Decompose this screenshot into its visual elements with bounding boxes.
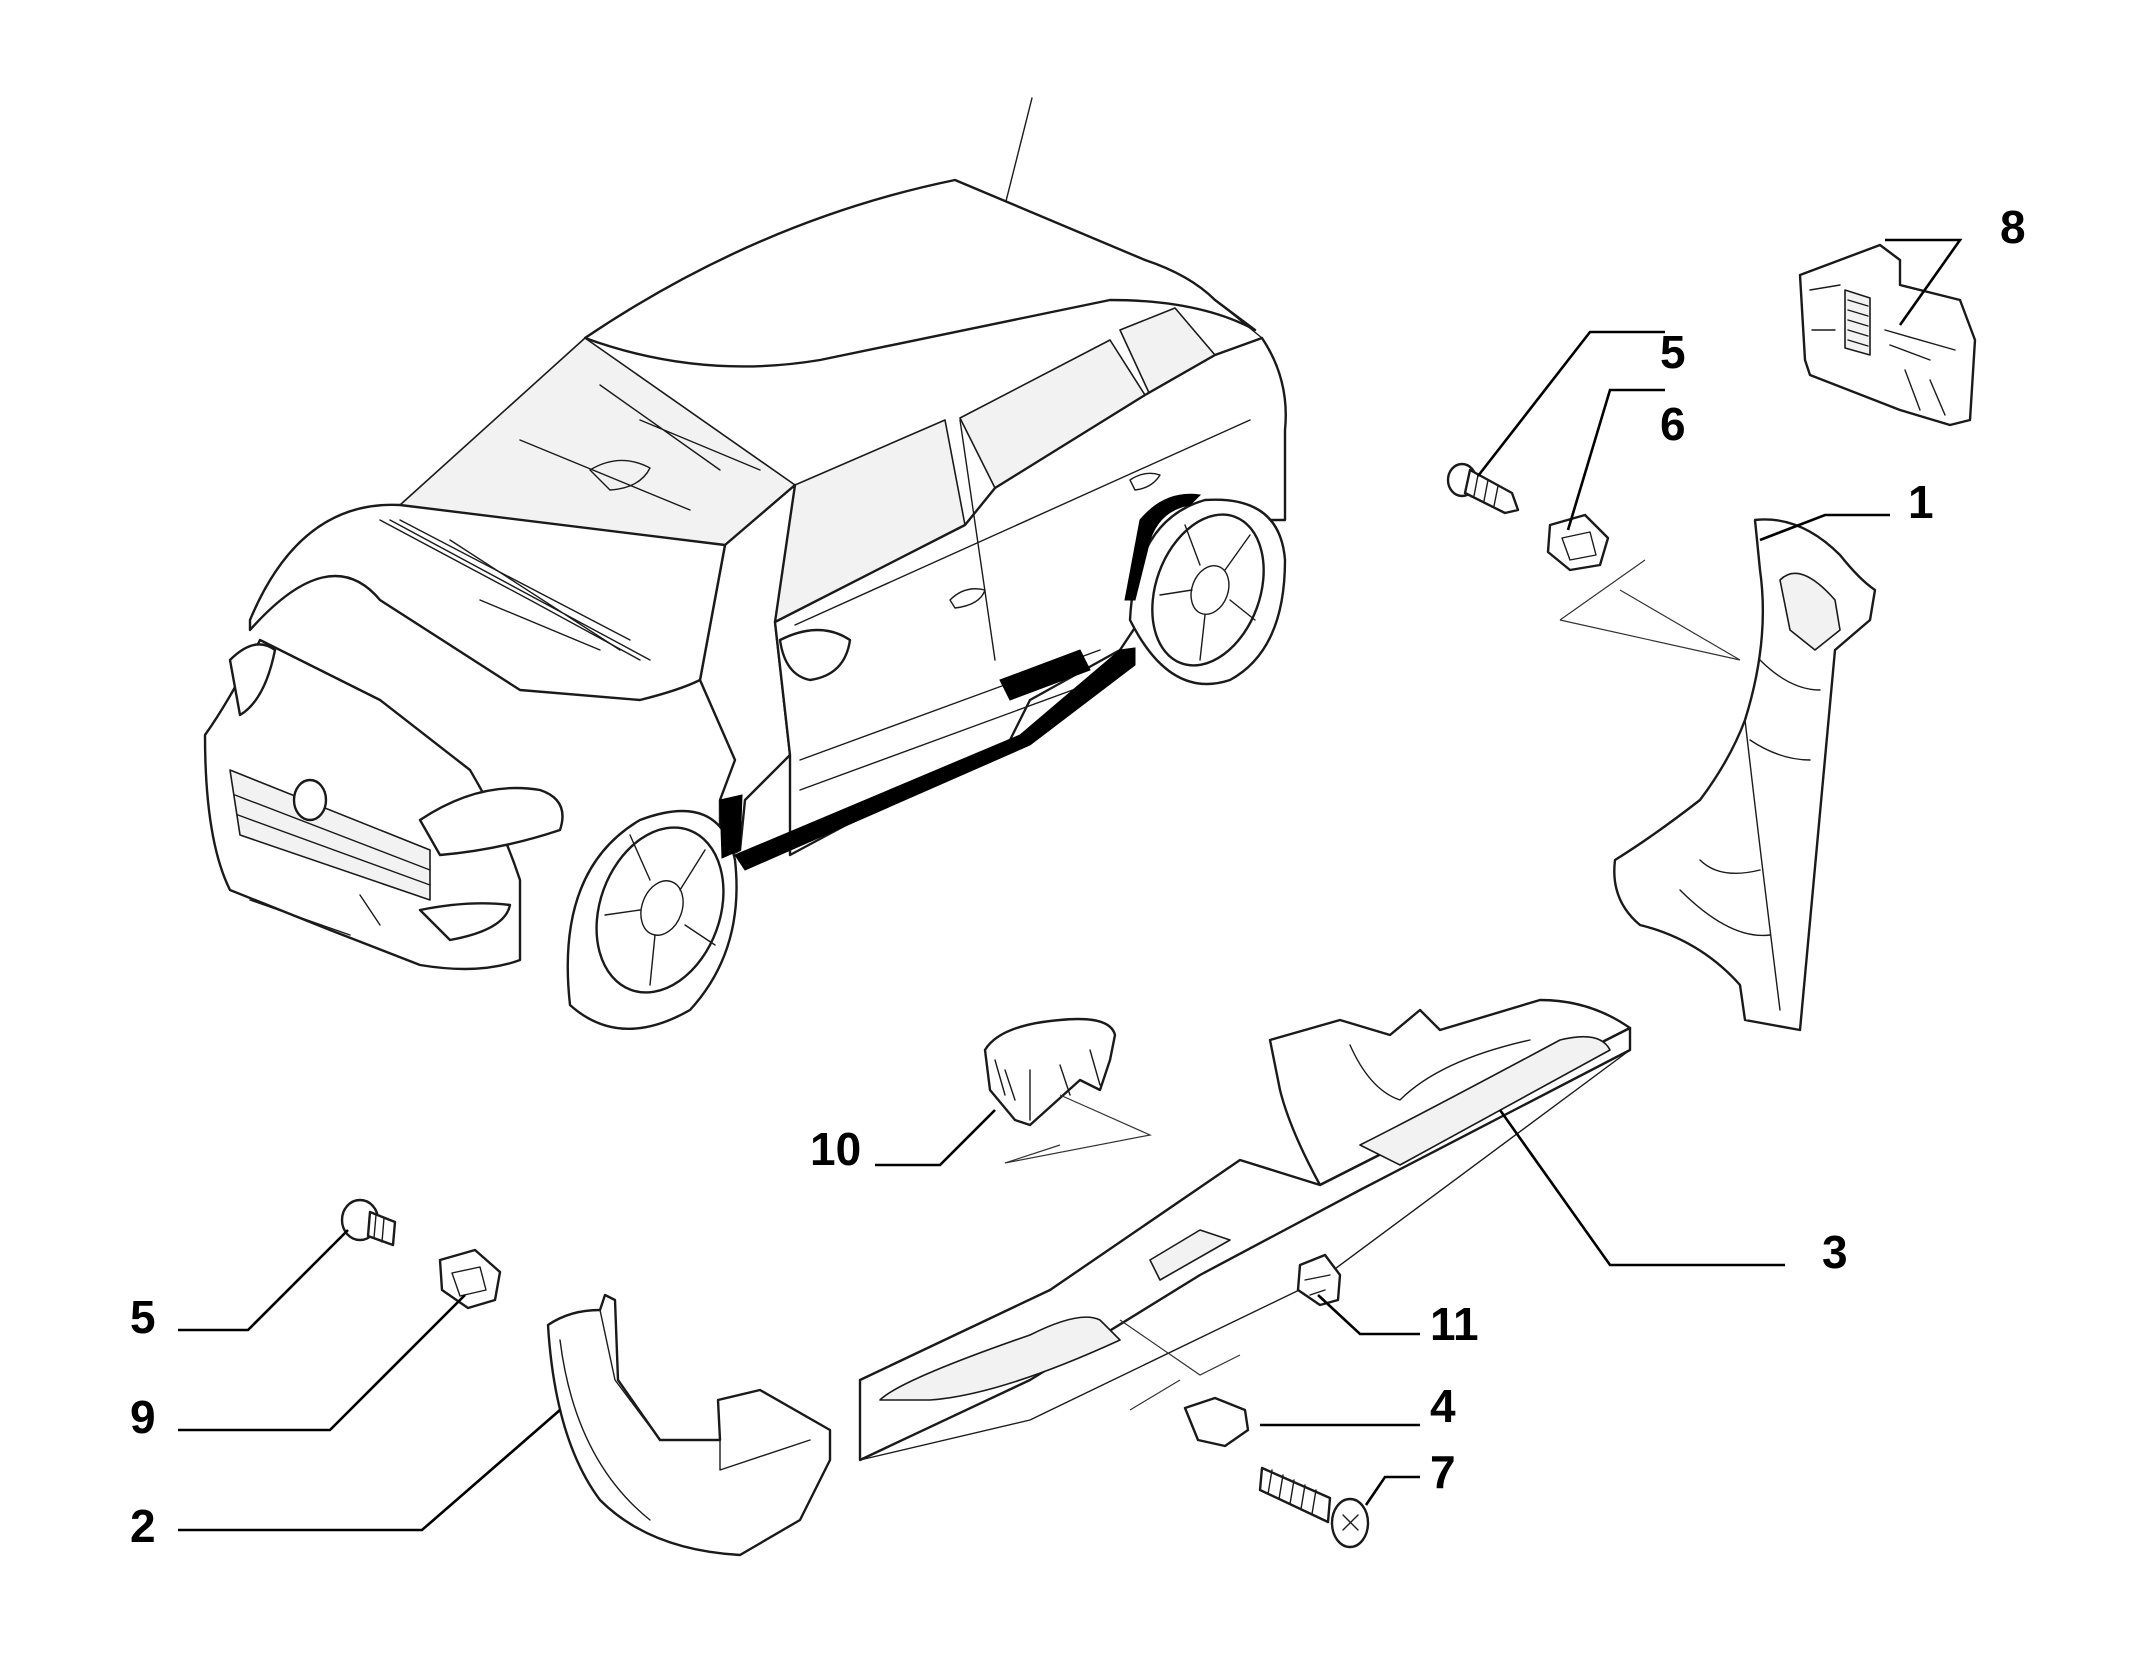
fog-light xyxy=(418,902,512,942)
part-11-clip xyxy=(1296,1253,1342,1307)
construction-lines xyxy=(1004,559,1741,1411)
callout-2: 2 xyxy=(130,1500,156,1552)
callout-4: 4 xyxy=(1430,1380,1456,1432)
sill-highlight xyxy=(734,647,1136,871)
callout-5-lower: 5 xyxy=(130,1291,156,1343)
part-5-screw-upper xyxy=(1446,462,1520,515)
part-9-clip xyxy=(438,1248,502,1310)
car-illustration xyxy=(203,97,1287,1030)
leader-lines xyxy=(178,238,1963,1532)
badge xyxy=(292,778,328,822)
rear-wheel xyxy=(1128,498,1287,686)
callout-8: 8 xyxy=(2000,201,2026,253)
callout-1: 1 xyxy=(1908,476,1934,528)
part-7-bolt xyxy=(1258,1466,1370,1549)
callout-11: 11 xyxy=(1430,1298,1479,1350)
callout-5-upper: 5 xyxy=(1660,326,1686,378)
part-1-pillar-trim xyxy=(1613,518,1877,1032)
part-10-cap xyxy=(983,1017,1117,1127)
part-2-guard xyxy=(546,1293,832,1557)
callout-labels: 1 2 3 4 5 5 6 7 8 9 10 11 xyxy=(130,201,2026,1552)
part-4-plug xyxy=(1183,1396,1250,1448)
car-body-side xyxy=(773,336,1287,857)
part-5-screw-lower xyxy=(340,1198,397,1247)
side-mirror xyxy=(778,628,852,682)
callout-9: 9 xyxy=(130,1391,156,1443)
headlight-right xyxy=(418,786,564,857)
callout-6: 6 xyxy=(1660,398,1686,450)
front-wheel xyxy=(566,809,738,1030)
part-6-clip xyxy=(1546,513,1610,572)
part-8-bracket xyxy=(1798,243,1977,427)
headlight-left xyxy=(228,643,277,717)
callout-10: 10 xyxy=(810,1123,861,1175)
callout-7: 7 xyxy=(1430,1446,1456,1498)
callout-3: 3 xyxy=(1822,1226,1848,1278)
part-3-sill-plate xyxy=(858,998,1632,1462)
